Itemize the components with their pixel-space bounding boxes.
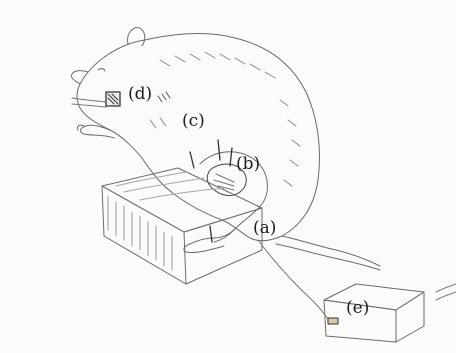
box-e-knob [328,318,338,324]
label-b: (b) [236,156,260,173]
cable-e-out-2 [436,292,456,300]
cable-e-out [436,284,456,292]
fur-hatching [150,52,300,186]
box-e-side [396,292,424,342]
muscle-lines [214,174,234,190]
incision-c [158,92,170,102]
pin-1 [190,152,194,168]
platform-front [102,186,186,284]
pin-3 [230,148,232,166]
pin-2 [218,140,220,160]
label-c: (c) [182,113,205,130]
wire-d2 [72,104,106,107]
rat-body [77,34,320,241]
label-a: (a) [253,220,276,237]
rat-eye [98,69,105,71]
pin-a [210,226,212,242]
label-e: (e) [346,300,369,317]
rat-tail [282,236,380,266]
lower-leg [184,228,236,253]
label-d: (d) [128,86,152,103]
cable-a-e [258,240,330,322]
front-leg [80,125,114,138]
rat-head [71,71,88,84]
platform-wood [116,172,226,200]
box-e-top [324,284,424,310]
